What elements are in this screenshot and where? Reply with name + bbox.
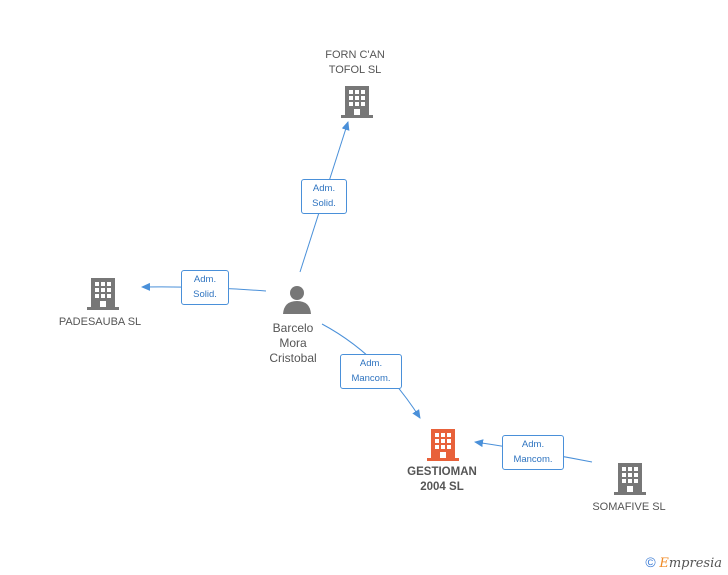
person-icon[interactable] <box>282 284 312 314</box>
edge-label-adm-solid-forn[interactable]: Adm. Solid. <box>301 179 347 214</box>
brand-name: mpresia <box>668 556 722 571</box>
edge-label-line-1: Adm. <box>193 274 217 285</box>
edge-label-adm-mancom-gestioman[interactable]: Adm. Mancom. <box>340 354 402 389</box>
building-icon[interactable] <box>341 84 373 118</box>
edge-label-line-1: Adm. <box>359 358 383 369</box>
edge-label-adm-mancom-somafive[interactable]: Adm. Mancom. <box>502 435 564 470</box>
company-label-somafive: SOMAFIVE SL <box>592 501 666 513</box>
brand-initial: E <box>659 556 669 571</box>
person-name-line-2: Mora <box>279 336 307 350</box>
edge-label-line-1: Adm. <box>521 439 545 450</box>
edge-label-line-1: Adm. <box>312 183 336 194</box>
building-icon[interactable] <box>614 461 646 495</box>
person-name-line-3: Cristobal <box>269 351 317 365</box>
edge-label-line-2: Solid. <box>193 289 217 300</box>
edge-label-line-2: Mancom. <box>513 454 553 465</box>
company-label-gestioman: GESTIOMAN 2004 SL <box>407 466 477 493</box>
company-label-forn: FORN C'AN TOFOL SL <box>325 49 385 76</box>
edge-label-line-2: Mancom. <box>351 373 391 384</box>
edge-label-adm-solid-padesauba[interactable]: Adm. Solid. <box>181 270 229 305</box>
edge-label-line-2: Solid. <box>312 198 336 209</box>
empresia-logo: © Empresia <box>645 554 722 571</box>
company-label-padesauba: PADESAUBA SL <box>58 316 142 328</box>
person-label: Barcelo Mora Cristobal <box>253 321 333 366</box>
building-icon[interactable] <box>87 276 119 310</box>
building-icon-highlighted[interactable] <box>427 427 459 461</box>
copyright-icon: © <box>645 554 656 570</box>
person-name-line-1: Barcelo <box>272 321 314 335</box>
